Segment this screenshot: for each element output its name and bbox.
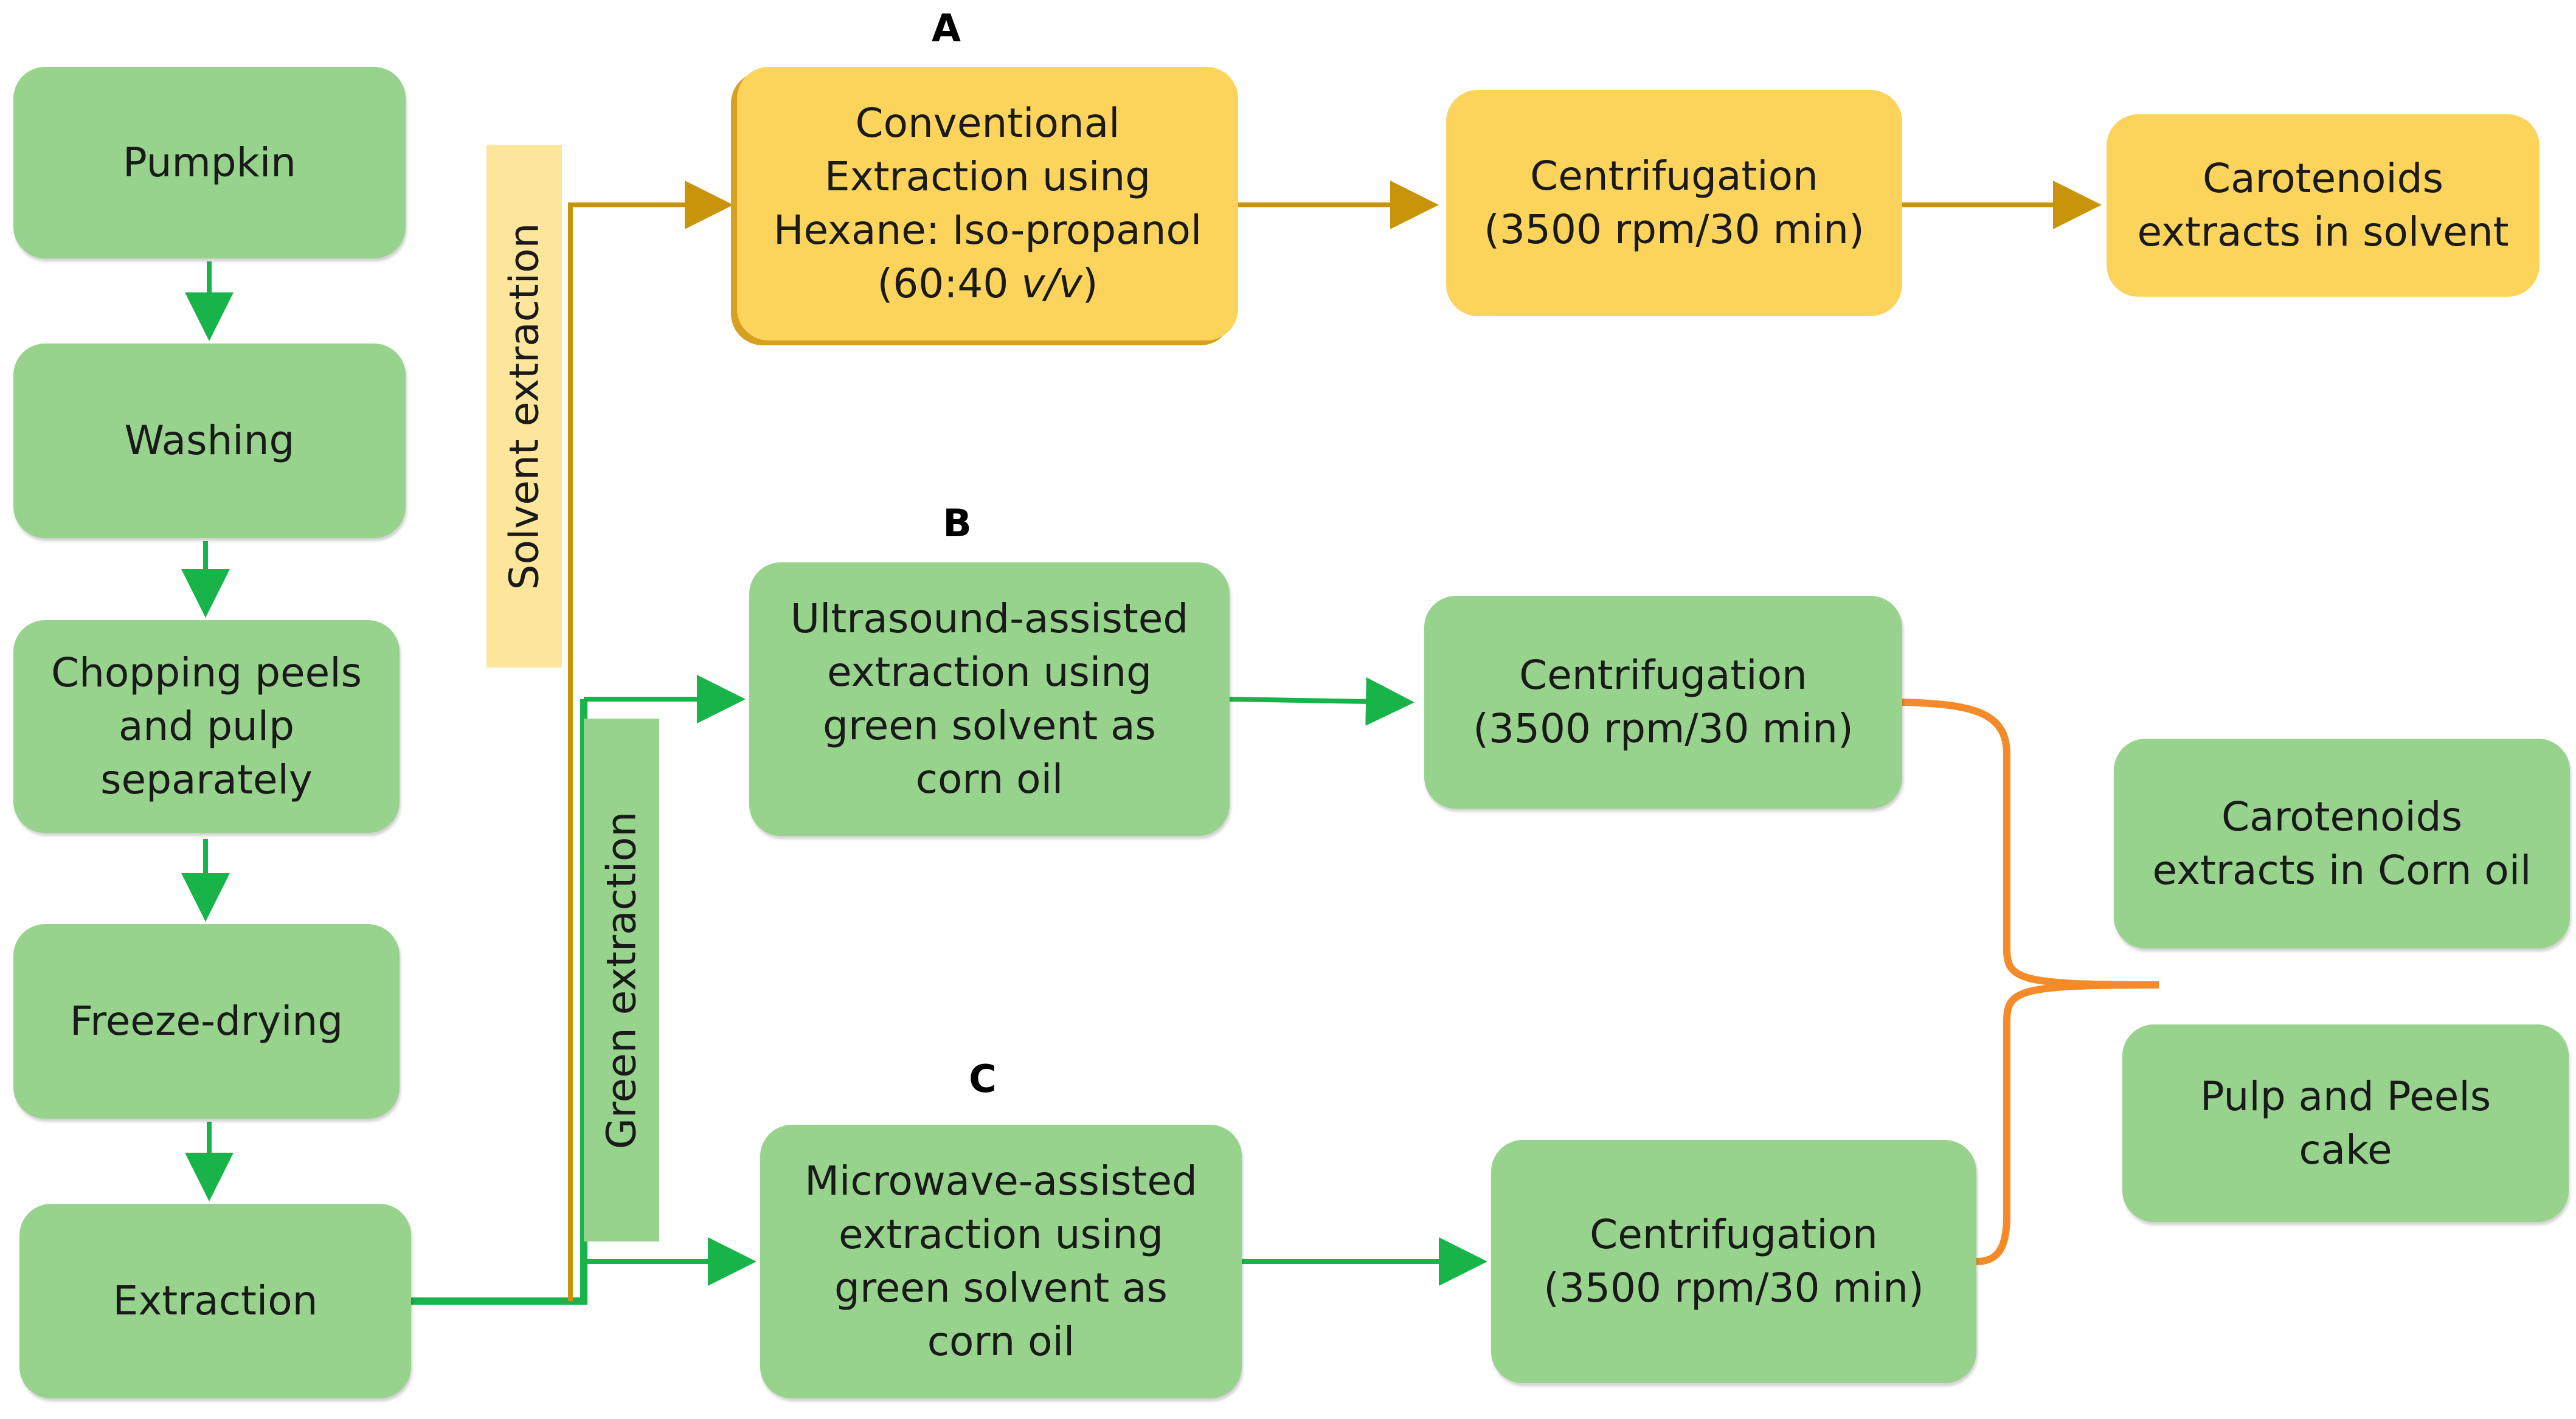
route-b-centrifugation-title: Centrifugation <box>1519 652 1807 699</box>
pumpkin-box: Pumpkin <box>13 67 406 258</box>
carotenoids-solvent-box: Carotenoids extracts in solvent <box>2107 114 2540 297</box>
washing-box: Washing <box>13 344 406 538</box>
route-c-label: C <box>969 1057 997 1101</box>
chopping-line-1: Chopping peels <box>51 649 362 696</box>
freeze-drying-box: Freeze-drying <box>13 924 400 1119</box>
arrow-b-extraction-to-centrifugation <box>1229 677 1414 726</box>
ultrasound-line-3: green solvent as <box>823 702 1156 749</box>
route-a-centrifugation-title: Centrifugation <box>1530 153 1818 199</box>
route-b-centrifugation-box: Centrifugation (3500 rpm/30 min) <box>1424 596 1902 809</box>
output-brace <box>1902 699 2159 1265</box>
corn-oil-output-line-1: Carotenoids <box>2221 793 2462 840</box>
connector-extraction-out <box>411 699 587 1305</box>
microwave-extraction-box: Microwave-assisted extraction using gree… <box>760 1125 1242 1398</box>
route-a-centrifugation-params: (3500 rpm/30 min) <box>1484 206 1864 253</box>
ratio-suffix: ) <box>1082 260 1098 307</box>
pulp-peels-cake-box: Pulp and Peels cake <box>2122 1024 2569 1222</box>
extraction-label: Extraction <box>113 1277 318 1324</box>
route-c-centrifugation-params: (3500 rpm/30 min) <box>1543 1265 1924 1311</box>
conventional-line-4: (60:40 v/v) <box>877 257 1098 311</box>
freeze-drying-label: Freeze-drying <box>69 998 344 1044</box>
extraction-box: Extraction <box>19 1204 411 1398</box>
route-c-centrifugation-box: Centrifugation (3500 rpm/30 min) <box>1491 1140 1976 1383</box>
chopping-line-2: and pulp <box>118 703 295 750</box>
route-b-label: B <box>943 501 972 545</box>
route-a-label: A <box>932 6 961 50</box>
microwave-line-4: corn oil <box>927 1318 1075 1365</box>
microwave-line-1: Microwave-assisted <box>805 1158 1197 1204</box>
route-c-centrifugation-title: Centrifugation <box>1590 1211 1878 1258</box>
connector-to-route-a <box>568 181 733 1301</box>
cake-output-line-1: Pulp and Peels <box>2200 1072 2491 1120</box>
corn-oil-output-line-2: extracts in Corn oil <box>2152 846 2532 894</box>
green-extraction-band: Green extraction <box>584 719 659 1241</box>
solvent-extraction-label: Solvent extraction <box>500 223 548 590</box>
ultrasound-line-1: Ultrasound-assisted <box>790 595 1189 642</box>
microwave-line-2: extraction using <box>839 1211 1163 1258</box>
carotenoids-corn-oil-box: Carotenoids extracts in Corn oil <box>2114 739 2570 948</box>
solvent-extraction-band: Solvent extraction <box>486 145 562 668</box>
pumpkin-label: Pumpkin <box>122 139 297 186</box>
chopping-line-3: separately <box>100 756 313 803</box>
microwave-line-3: green solvent as <box>834 1265 1168 1311</box>
cake-output-line-2: cake <box>2299 1126 2392 1173</box>
carotenoids-solvent-line-2: extracts in solvent <box>2137 209 2509 255</box>
ultrasound-line-4: corn oil <box>915 756 1064 803</box>
conventional-line-3: Hexane: Iso-propanol <box>773 207 1202 254</box>
ultrasound-line-2: extraction using <box>827 649 1152 696</box>
green-extraction-label: Green extraction <box>598 811 645 1149</box>
washing-label: Washing <box>124 417 295 464</box>
route-b-centrifugation-params: (3500 rpm/30 min) <box>1473 705 1854 752</box>
route-a-centrifugation-box: Centrifugation (3500 rpm/30 min) <box>1446 90 1902 316</box>
chopping-box: Chopping peels and pulp separately <box>13 620 400 833</box>
conventional-line-1: Conventional <box>855 100 1120 147</box>
carotenoids-solvent-line-1: Carotenoids <box>2203 155 2443 202</box>
conventional-extraction-box: Conventional Extraction using Hexane: Is… <box>737 67 1238 340</box>
ratio-prefix: (60:40 <box>877 260 1022 307</box>
ultrasound-extraction-box: Ultrasound-assisted extraction using gre… <box>749 562 1230 836</box>
ratio-unit: v/v <box>1021 260 1082 307</box>
conventional-line-2: Extraction using <box>824 153 1151 200</box>
